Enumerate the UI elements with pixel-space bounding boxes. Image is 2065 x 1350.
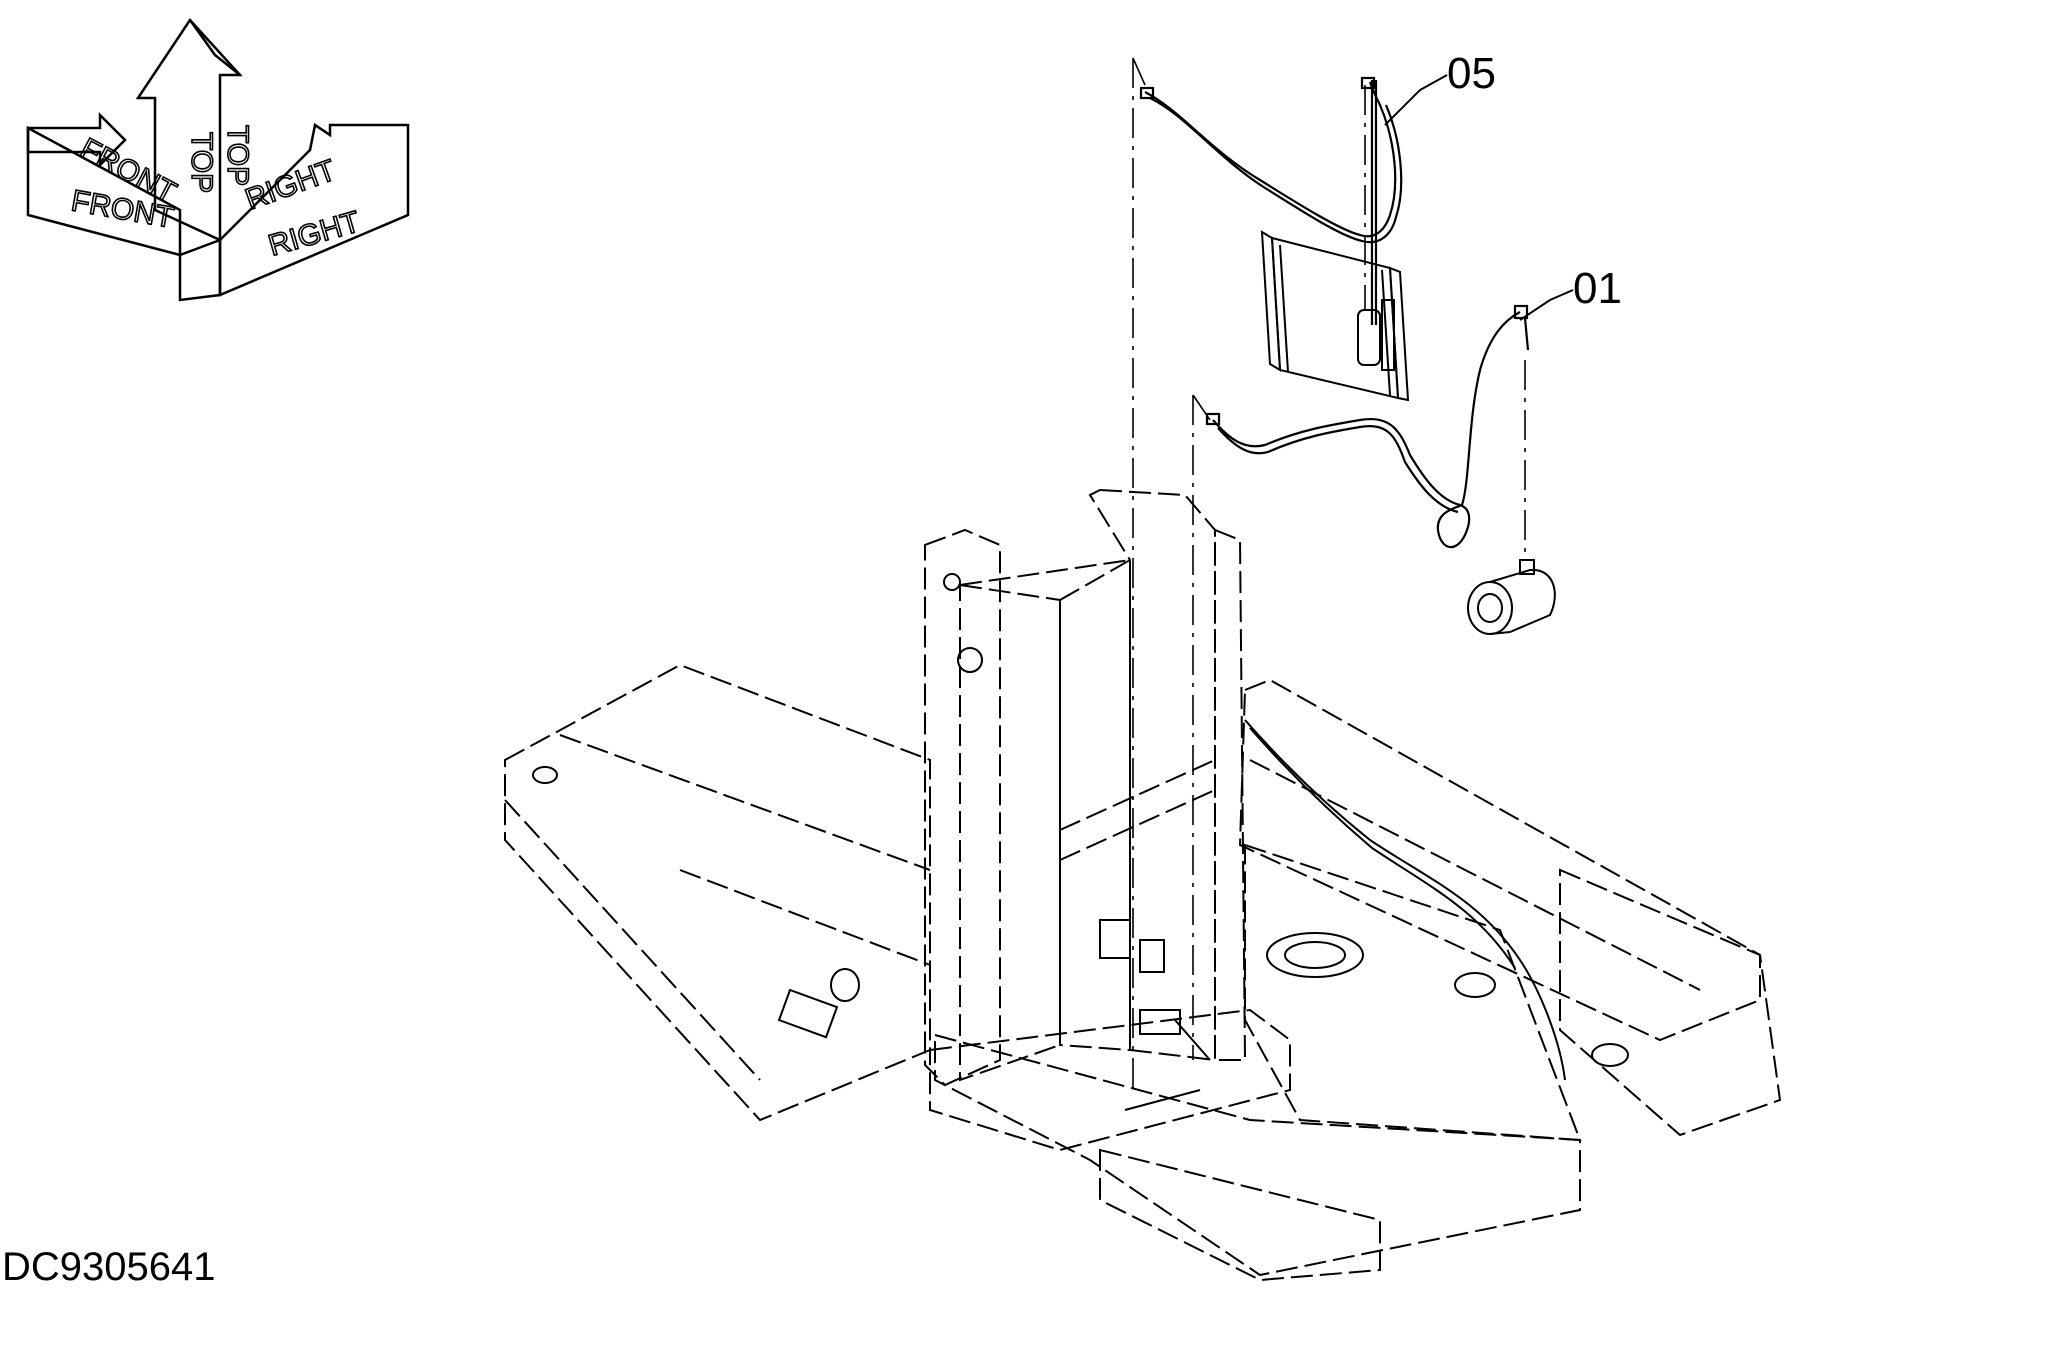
frame-right-tail [1559,868,1782,1137]
compressor [1467,559,1556,635]
center-tank-tower [924,488,1291,1152]
compressor-pulley [1477,593,1503,623]
tank-right-column [1088,488,1216,1062]
callout-01-label: 01 [1573,264,1622,313]
right-arrow-face [218,122,410,297]
top-arrow-face [135,17,243,242]
hose-clamp-bracket [1139,1009,1181,1035]
tank-lift-eye [943,573,961,591]
compass-top-label-lower: TOP [185,132,218,193]
callout-05-label: 05 [1447,49,1496,98]
hose-joint [1124,1089,1201,1111]
drawing-code: DC9305641 [2,1245,216,1289]
assembly-center-lines [1132,57,1526,1095]
tank-right-side [1214,528,1247,1061]
valve-block [1099,919,1131,959]
frame-right-member [1249,759,1701,991]
frame-hose-routing [1124,719,1566,1111]
condenser-side-left [1260,230,1282,372]
compass-base [178,238,222,302]
hose-01-line [1212,311,1521,549]
hose-01-assembly [1205,304,1530,549]
frame-right-deck [1238,678,1761,1042]
hose-joint-2 [1174,1019,1211,1061]
swing-bearing-ring [1266,932,1364,978]
frame-left-rail [504,799,761,1081]
swing-bearing-inner [1284,941,1346,969]
tank-filler-cap [957,647,983,673]
frame-left-member [559,734,931,871]
hose-01-fitting-left [1205,412,1221,426]
hose-01-line-outer [1217,424,1459,514]
valve-block-2 [1139,939,1165,973]
tank-left-column [924,528,1001,1087]
pivot-boss [830,968,860,1002]
frame-hose-line-2 [1249,727,1516,969]
condenser [1260,230,1410,402]
front-arrow-face [26,111,127,169]
hose-05-fitting-left [1139,86,1155,100]
frame-center-bed [1244,843,1582,1142]
swing-bearing-mounts [532,766,1629,1067]
compressor-body [1489,568,1556,635]
tank-base [929,1008,1291,1152]
hose-05-fitting-top [1360,76,1376,90]
condenser-fin-2 [1381,269,1391,396]
frame-rear-platform [934,1033,1581,1277]
tool-tray [777,988,839,1039]
condenser-side-right [1388,266,1410,402]
receiver-bracket [1381,299,1395,371]
tank-band [1059,759,1216,831]
hose-05-line-outer [1149,97,1403,244]
condenser-fin [1279,244,1289,373]
compass-right-label: RIGHT [241,154,340,217]
hose-01-fitting-right [1513,304,1529,320]
hose-01-fitting-stub [1523,317,1530,351]
frame-hose-line [1244,719,1566,1081]
tank-left-face [959,583,1061,1082]
tank-details [777,573,1181,1039]
boom-foot-mount [1454,972,1496,998]
tank-top-edge [959,559,1131,586]
receiver-drier [1357,309,1381,366]
frame-rear-plate [1099,1148,1381,1282]
frame-left-deck [504,663,931,1122]
tank-center-face [1059,558,1131,1052]
boom-foot-mount-2 [1591,1043,1629,1067]
compass-top-label: TOP [221,125,254,186]
frame-left-member-2 [679,869,931,966]
compressor-clutch [1467,581,1513,635]
hose-05-assembly [1139,76,1403,325]
hose-05-line [1144,81,1397,238]
orientation-compass: FRONT TOP RIGHT FRONT TOP RIGHT [26,17,410,302]
top-arrow-edge [188,19,241,76]
tank-band-2 [1059,789,1216,861]
counterweight-lug [532,766,558,784]
center-line-hook [1132,57,1146,86]
compressor-port [1519,559,1535,575]
